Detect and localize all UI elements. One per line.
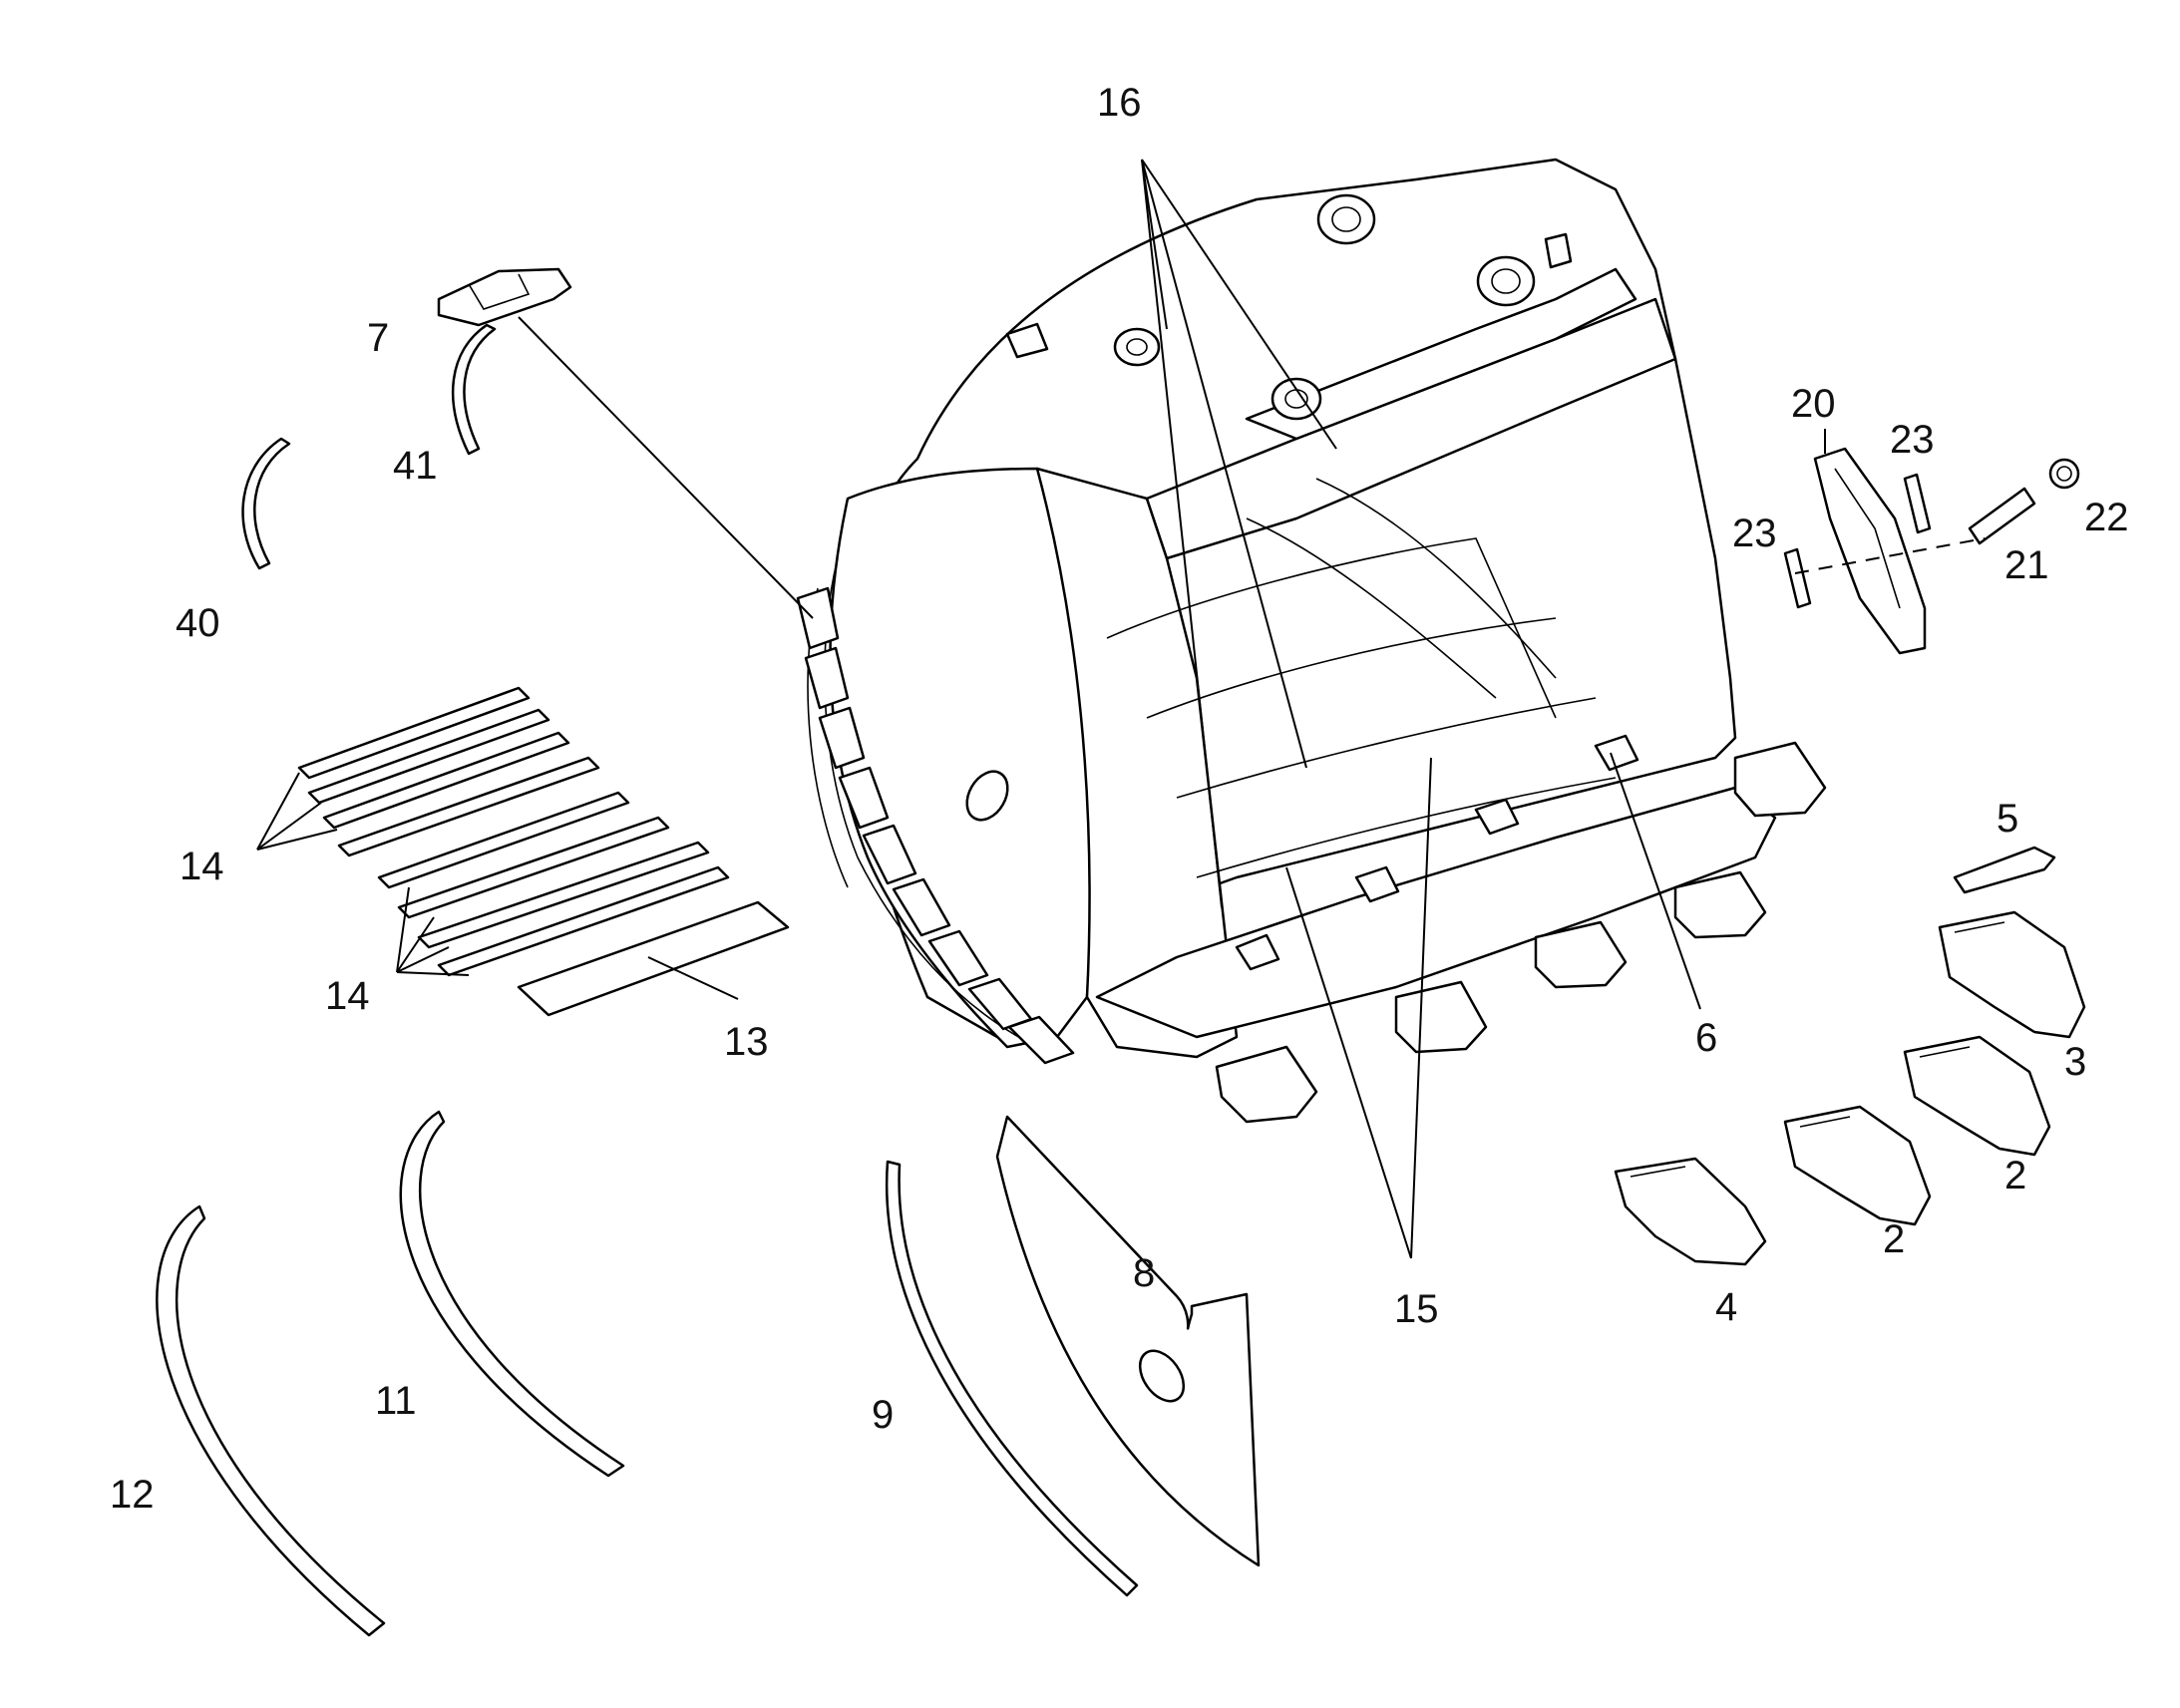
bucket-teeth — [1215, 734, 1827, 1124]
part-22-washer — [2048, 458, 2080, 490]
callout-16: 16 — [1097, 81, 1142, 125]
part-2-tooth-a — [1903, 1035, 2051, 1157]
part-11-strip — [399, 1110, 625, 1478]
callout-8: 8 — [1133, 1251, 1155, 1295]
callout-13: 13 — [724, 1020, 769, 1064]
callout-23-lower: 23 — [1732, 512, 1777, 555]
callout-22: 22 — [2084, 496, 2129, 539]
callout-12: 12 — [110, 1473, 155, 1517]
callout-23-upper: 23 — [1890, 418, 1935, 462]
callout-4: 4 — [1715, 1285, 1737, 1329]
part-12-strip — [156, 1204, 386, 1637]
part-5-clip — [1953, 846, 2056, 894]
callout-9: 9 — [872, 1393, 894, 1437]
callout-2-left: 2 — [1883, 1217, 1905, 1261]
callout-40: 40 — [176, 601, 220, 645]
callout-2-right: 2 — [2004, 1154, 2026, 1197]
part-21-pin — [1968, 487, 2036, 545]
bucket-body — [796, 158, 1777, 1065]
callout-5: 5 — [1997, 797, 2018, 841]
part-20-adapter — [1813, 447, 1927, 655]
callout-labels: 16 7 41 40 14 14 13 20 23 23 22 21 5 6 3… — [110, 81, 2129, 1517]
callout-14-upper: 14 — [180, 845, 224, 888]
part-9-strip — [885, 1160, 1139, 1597]
callout-14-lower: 14 — [325, 974, 370, 1018]
part-3-tooth — [1938, 910, 2086, 1039]
part-2-tooth-b — [1783, 1105, 1932, 1226]
part-4-tooth — [1614, 1157, 1767, 1266]
callout-15: 15 — [1394, 1287, 1439, 1331]
part-23-pins — [1783, 473, 1932, 609]
part-8-side-plate — [995, 1115, 1261, 1567]
leader-lines — [256, 159, 1986, 1259]
callout-21: 21 — [2004, 543, 2049, 587]
part-14-wear-bars — [297, 686, 730, 977]
callout-3: 3 — [2064, 1040, 2086, 1084]
callout-6: 6 — [1695, 1016, 1717, 1060]
part-7-block — [437, 267, 572, 327]
callout-20: 20 — [1791, 382, 1836, 426]
callout-7: 7 — [367, 316, 389, 360]
callout-11: 11 — [375, 1379, 417, 1423]
side-wear-blocks — [796, 586, 1075, 1065]
parts-40-41-curved-strips — [241, 323, 497, 570]
callout-41: 41 — [393, 444, 438, 488]
